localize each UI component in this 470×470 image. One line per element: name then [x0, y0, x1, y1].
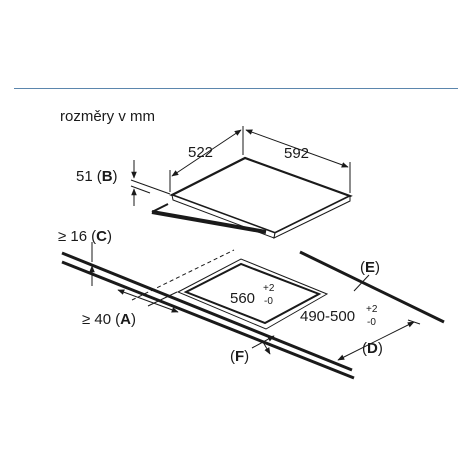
cutout-width-tol-plus: +2	[263, 283, 275, 294]
worktop-drawing: 560 +2 -0 490-500 +2 -0 ≥ 16(C) ≥ 40(A) …	[58, 228, 445, 380]
cutout-depth-label: 490-500	[300, 308, 355, 325]
worktop-front-bottom-edge	[61, 260, 355, 380]
callout-f-arrow-down	[262, 341, 271, 355]
callout-e: E	[365, 259, 375, 276]
callout-e-leader	[353, 274, 370, 292]
callout-d: D	[367, 340, 378, 357]
dim-d-label: (D)	[362, 340, 383, 357]
dim-c-label: ≥ 16(C)	[58, 228, 112, 245]
cutout-depth-tol-plus: +2	[366, 304, 378, 315]
callout-a: A	[120, 311, 131, 328]
cutout-width-value: 560	[230, 290, 255, 307]
cutout-depth-tol-minus: -0	[367, 317, 376, 328]
dim-522-line	[171, 129, 242, 177]
dim-b-ext-top	[130, 179, 171, 195]
dim-522-label: 522	[188, 144, 213, 161]
dim-d-line	[337, 321, 415, 361]
cutout-inner	[183, 262, 322, 325]
hob-base-side	[151, 203, 169, 213]
dim-592-line	[245, 129, 349, 168]
cutout-width-label: 560	[230, 290, 255, 307]
cutout-width-tol-minus: -0	[264, 296, 273, 307]
worktop-back-edge	[299, 250, 445, 324]
dim-a-label: ≥ 40(A)	[82, 311, 136, 328]
worktop-front-top-edge	[61, 251, 353, 372]
cutout-depth-value: 490-500	[300, 308, 355, 325]
dim-a-ext	[147, 291, 178, 307]
units-caption: rozměry v mm	[60, 108, 155, 125]
callout-f-label: (F)	[230, 348, 249, 365]
dim-b-label: 51(B)	[76, 168, 118, 185]
callout-c: C	[96, 228, 107, 245]
dim-a-value: ≥ 40	[82, 311, 111, 328]
dim-592-label: 592	[284, 145, 309, 162]
dim-b-value: 51	[76, 168, 93, 185]
hob-drawing: 522 592 51(B)	[76, 126, 353, 239]
worktop-hidden-edge	[131, 249, 235, 301]
dim-d-ext	[407, 319, 421, 325]
callout-b: B	[102, 168, 113, 185]
header-rule	[14, 88, 458, 89]
dim-a-line	[117, 289, 179, 313]
dim-c-value: ≥ 16	[58, 228, 87, 245]
hob-base-edge	[151, 210, 267, 234]
dim-b-ext-bottom	[130, 185, 151, 194]
hob-right-edge	[273, 195, 351, 239]
callout-f: F	[235, 348, 244, 365]
callout-e-label: (E)	[360, 259, 380, 276]
